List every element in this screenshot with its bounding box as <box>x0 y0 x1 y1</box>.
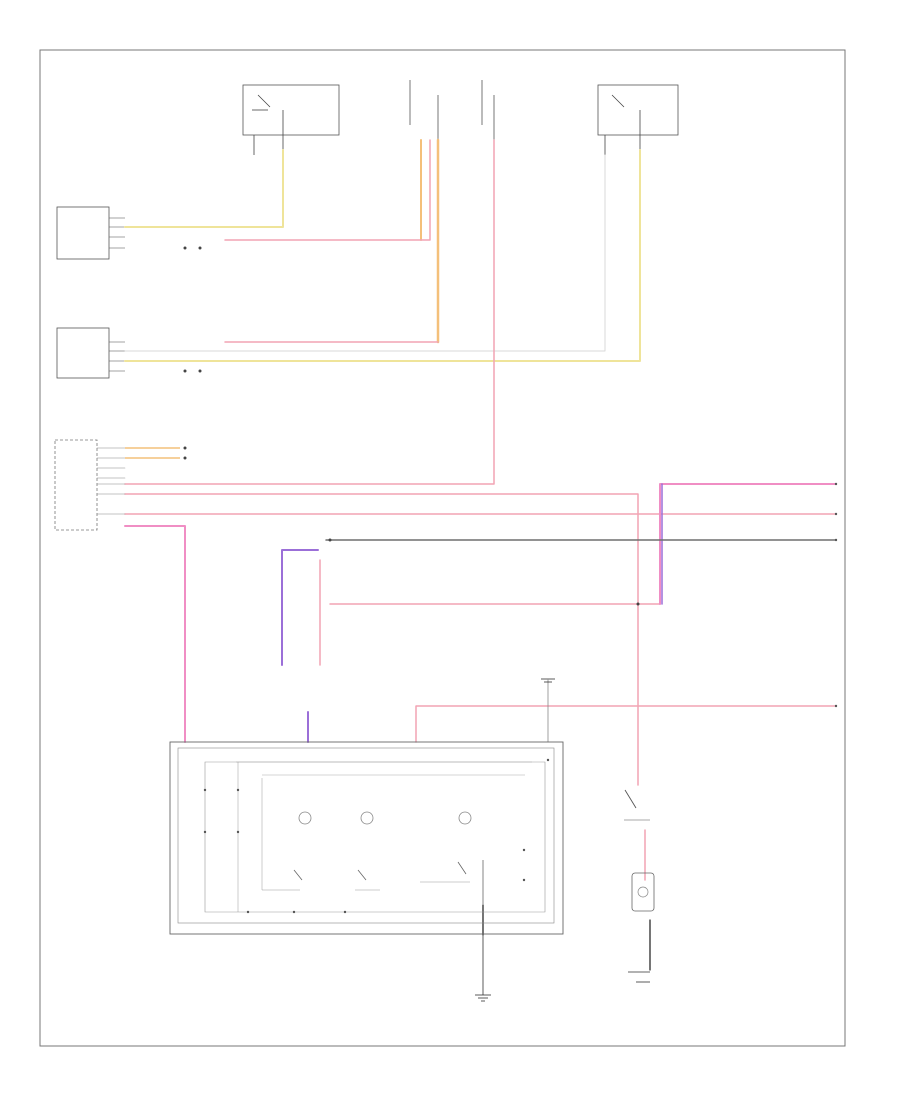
top-switch-left-rear-door <box>597 84 679 155</box>
central-module <box>54 439 98 531</box>
output-stubs <box>628 971 650 983</box>
right-rear-door-module <box>56 206 110 260</box>
wire-central-leads <box>96 447 126 515</box>
interior-light-switch <box>624 789 650 821</box>
wire-pink-central-to-cluster <box>124 525 186 743</box>
top-switch-fuse-2 <box>481 80 495 140</box>
bulb-icon <box>360 811 374 825</box>
central-module-orange-leads <box>125 447 180 459</box>
bulb-icon <box>458 811 472 825</box>
wire-yellow-left-rear <box>124 149 641 362</box>
ground-icon <box>541 678 555 683</box>
wire-pink-top-right <box>659 483 836 605</box>
wire-yellow-right-rear <box>124 149 284 228</box>
wire-end-markers <box>834 482 838 708</box>
page-frame <box>39 49 846 1047</box>
connector-dots <box>183 246 640 606</box>
module-pin-stubs <box>109 217 125 372</box>
ground-icon <box>475 935 491 1002</box>
wire-red-fuse-trunk <box>124 139 495 485</box>
bulb-icon <box>637 886 649 898</box>
interior-light <box>631 872 655 912</box>
wire-red-to-cluster <box>415 705 836 743</box>
bulb-icon <box>298 811 312 825</box>
top-switch-right-rear-door <box>242 84 340 155</box>
wire-red-to-switch <box>124 493 639 786</box>
wire-violet-left <box>281 549 319 666</box>
top-switch-fuse-1 <box>409 80 439 140</box>
wire-light-gray <box>124 154 606 352</box>
instrument-cluster <box>169 741 564 935</box>
left-rear-door-module <box>56 327 110 379</box>
wire-red-right-module <box>224 139 431 241</box>
